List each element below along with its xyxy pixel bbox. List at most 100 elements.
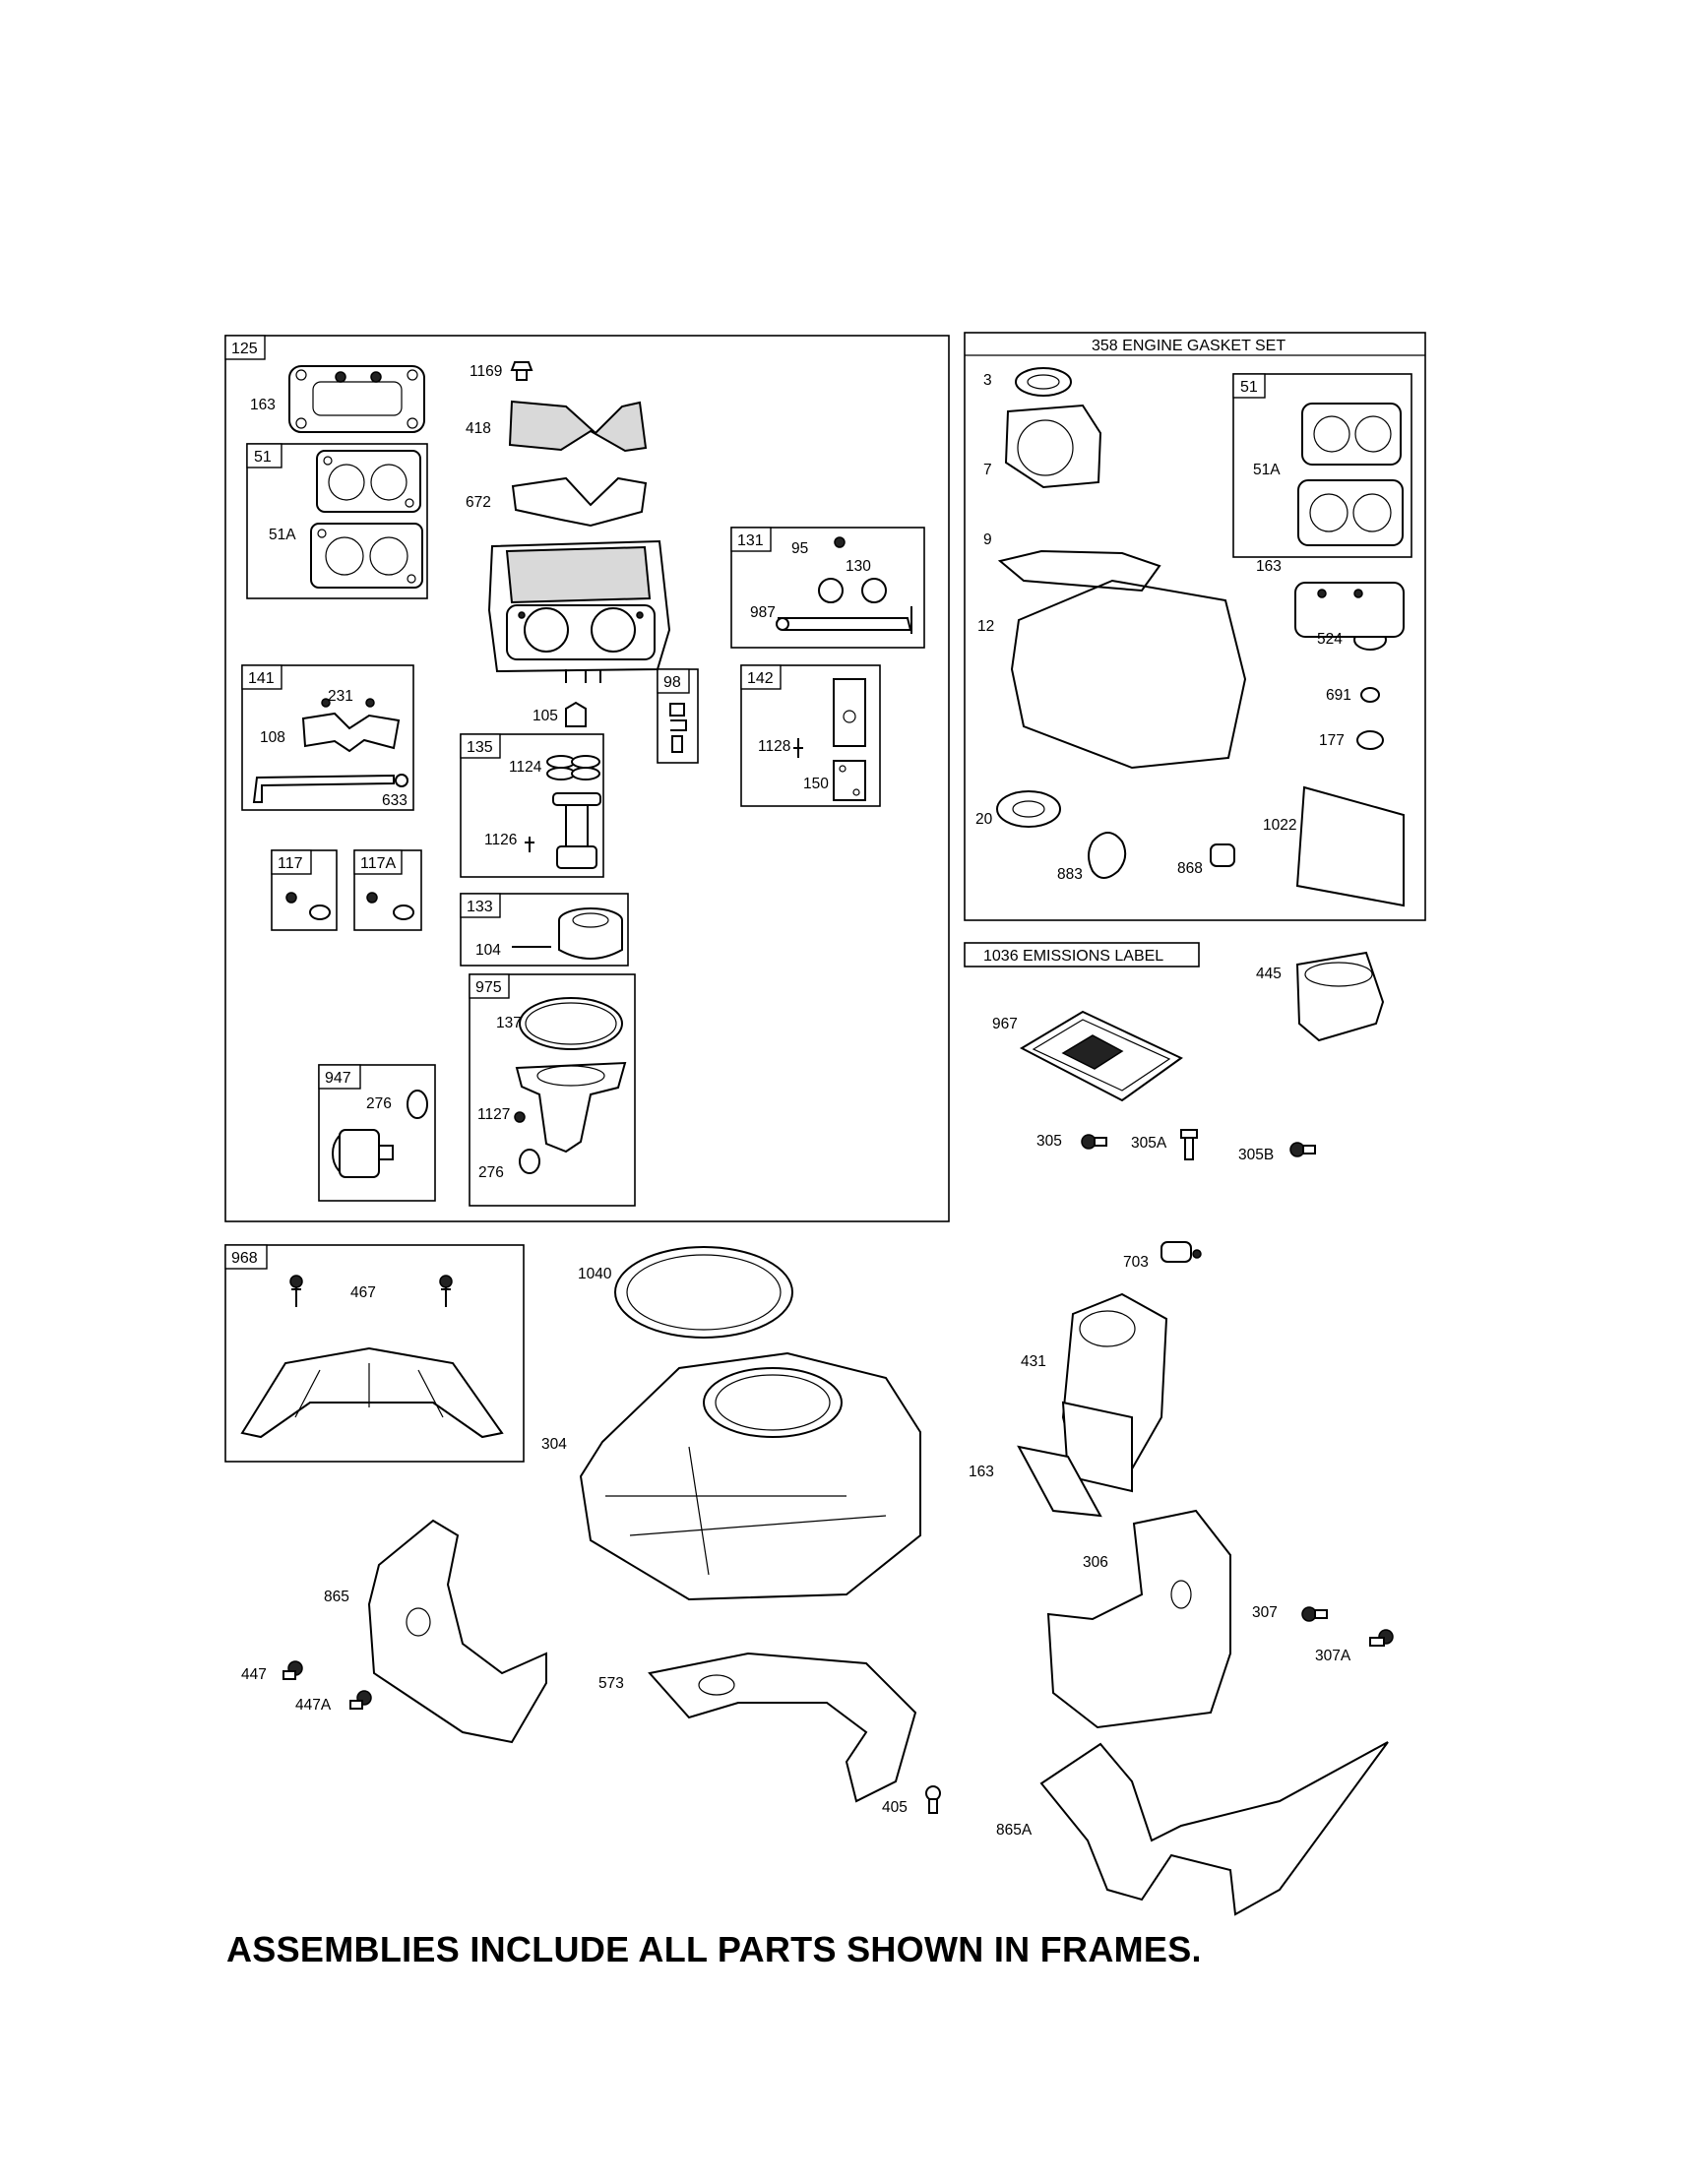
label-987: 987 bbox=[750, 604, 776, 621]
gasket-163-lower-drawing bbox=[1017, 1445, 1102, 1518]
frame-975-label: 975 bbox=[475, 979, 502, 996]
frame-947-label: 947 bbox=[325, 1070, 351, 1087]
frame-51-right: 51 bbox=[1232, 373, 1412, 558]
label-95: 95 bbox=[791, 540, 808, 557]
frame-142-parts bbox=[793, 678, 866, 801]
label-1169: 1169 bbox=[470, 363, 502, 380]
frame-975-parts bbox=[514, 997, 627, 1174]
gasket-1040-drawing bbox=[614, 1246, 793, 1339]
frame-131: 131 bbox=[730, 527, 925, 649]
label-703: 703 bbox=[1123, 1254, 1149, 1271]
frame-968-label: 968 bbox=[231, 1250, 258, 1267]
label-573: 573 bbox=[598, 1675, 624, 1692]
label-868: 868 bbox=[1177, 860, 1203, 877]
frame-131-parts bbox=[776, 536, 912, 634]
frame-142-label: 142 bbox=[747, 670, 774, 687]
label-672: 672 bbox=[466, 494, 491, 511]
frame-133-parts bbox=[512, 907, 623, 960]
gasket-672-drawing bbox=[511, 476, 648, 528]
frame-117: 117 bbox=[271, 849, 338, 931]
label-883: 883 bbox=[1057, 866, 1083, 883]
frame-98-part bbox=[669, 703, 687, 753]
label-130: 130 bbox=[846, 558, 871, 575]
label-12: 12 bbox=[977, 618, 994, 635]
label-231: 231 bbox=[328, 688, 353, 705]
label-20: 20 bbox=[975, 811, 993, 828]
assemblies-note: ASSEMBLIES INCLUDE ALL PARTS SHOWN IN FR… bbox=[226, 1929, 1202, 1969]
label-305: 305 bbox=[1036, 1133, 1062, 1150]
frame-125: 125 bbox=[224, 335, 950, 1222]
frame-117-parts bbox=[285, 892, 414, 920]
label-1128: 1128 bbox=[758, 738, 790, 755]
label-163-gasket-set: 163 bbox=[1256, 558, 1282, 575]
cylinder-head-drawing bbox=[487, 539, 671, 683]
frame-135: 135 bbox=[460, 733, 604, 878]
label-1127: 1127 bbox=[477, 1106, 510, 1123]
label-150: 150 bbox=[803, 776, 829, 792]
label-865: 865 bbox=[324, 1589, 349, 1605]
frame-1036-emissions-label: 1036 EMISSIONS LABEL bbox=[964, 942, 1200, 967]
label-633: 633 bbox=[382, 792, 408, 809]
label-307: 307 bbox=[1252, 1604, 1278, 1621]
frame-358-engine-gasket-set: 358 ENGINE GASKET SET bbox=[964, 332, 1426, 921]
frame-141-label: 141 bbox=[248, 670, 275, 687]
screw-1169-drawing bbox=[510, 361, 533, 381]
frame-968-parts bbox=[240, 1275, 504, 1439]
label-405: 405 bbox=[882, 1799, 908, 1816]
frame-975: 975 bbox=[469, 973, 636, 1207]
frame-117-label: 117 bbox=[278, 855, 303, 872]
frame-131-label: 131 bbox=[737, 532, 764, 549]
label-137: 137 bbox=[496, 1015, 522, 1031]
fitting-105-drawing bbox=[565, 701, 587, 727]
frame-98-label: 98 bbox=[663, 674, 681, 691]
frame-1036-label: 1036 EMISSIONS LABEL bbox=[983, 948, 1163, 965]
clip-703-drawing bbox=[1160, 1241, 1202, 1263]
blower-housing-304-drawing bbox=[579, 1351, 921, 1601]
label-3: 3 bbox=[983, 372, 992, 389]
small-screws-drawing bbox=[282, 1606, 1394, 1814]
label-7: 7 bbox=[983, 462, 992, 478]
label-865A: 865A bbox=[996, 1822, 1033, 1839]
label-276-975: 276 bbox=[478, 1164, 504, 1181]
frame-51-left: 51 bbox=[246, 443, 428, 599]
frame-117A: 117A bbox=[353, 849, 422, 931]
frame-968: 968 bbox=[224, 1244, 525, 1463]
label-104: 104 bbox=[475, 942, 501, 959]
gasket-51-drawing bbox=[310, 450, 423, 589]
label-418: 418 bbox=[466, 420, 491, 437]
label-108: 108 bbox=[260, 729, 285, 746]
label-304: 304 bbox=[541, 1436, 567, 1453]
label-447: 447 bbox=[241, 1666, 267, 1683]
frame-125-label: 125 bbox=[231, 341, 258, 357]
part-labels: 163 1169 418 672 51A 95 130 987 231 108 … bbox=[241, 363, 1351, 1839]
bracket-865A-drawing bbox=[1039, 1741, 1389, 1916]
emissions-label-967-drawing bbox=[1019, 1010, 1183, 1102]
label-1022: 1022 bbox=[1263, 817, 1296, 834]
frame-142: 142 bbox=[740, 664, 881, 807]
label-691: 691 bbox=[1326, 687, 1351, 704]
frame-133: 133 bbox=[460, 893, 629, 967]
label-445: 445 bbox=[1256, 966, 1282, 982]
frame-141-parts bbox=[252, 698, 408, 803]
shield-306-drawing bbox=[1046, 1509, 1231, 1729]
label-163-top: 163 bbox=[250, 397, 276, 413]
screws-305-drawing bbox=[1081, 1129, 1316, 1160]
label-431: 431 bbox=[1021, 1353, 1046, 1370]
frame-51-right-label: 51 bbox=[1240, 379, 1258, 396]
frame-133-label: 133 bbox=[467, 899, 493, 915]
label-1124: 1124 bbox=[509, 759, 542, 776]
part-445-drawing bbox=[1295, 951, 1385, 1042]
label-163-lower: 163 bbox=[969, 1464, 994, 1480]
label-305B: 305B bbox=[1238, 1147, 1274, 1163]
label-105: 105 bbox=[533, 708, 558, 724]
baffle-573-drawing bbox=[648, 1652, 917, 1803]
frame-135-label: 135 bbox=[467, 739, 493, 756]
frame-141: 141 bbox=[241, 664, 414, 811]
label-51A-right: 51A bbox=[1253, 462, 1281, 478]
label-524: 524 bbox=[1317, 631, 1343, 648]
frame-358-label: 358 ENGINE GASKET SET bbox=[1092, 338, 1285, 354]
frame-135-parts bbox=[525, 755, 601, 869]
frame-358-parts bbox=[996, 367, 1405, 907]
label-276-947: 276 bbox=[366, 1095, 392, 1112]
